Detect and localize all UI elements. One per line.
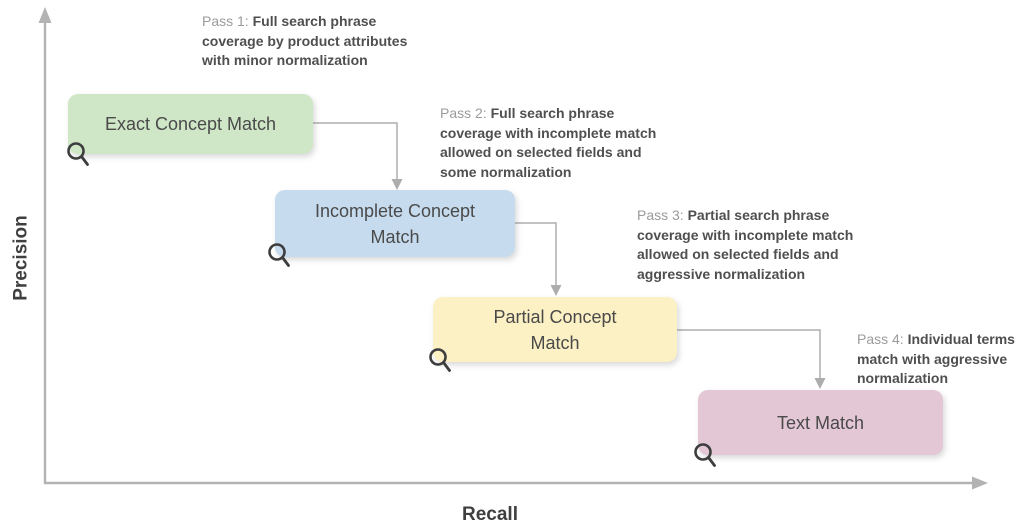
annotation-prefix: Pass 2: — [440, 105, 487, 121]
connector-partial-to-text — [677, 329, 821, 381]
annotation-prefix: Pass 4: — [857, 331, 904, 347]
magnifier-icon — [694, 443, 716, 467]
connector-arrowhead-icon — [814, 378, 826, 389]
x-axis-arrowhead-icon — [972, 476, 988, 490]
y-axis-label: Precision — [10, 215, 32, 301]
annotation-prefix: Pass 1: — [202, 13, 249, 29]
magnifier-icon — [268, 243, 290, 267]
magnifier-icon — [429, 348, 451, 372]
connector-arrowhead-icon — [391, 179, 403, 190]
annotation-body: Full search phrase coverage with incompl… — [440, 105, 657, 180]
node-label: Text Match — [776, 412, 865, 433]
annotation-prefix: Pass 3: — [637, 207, 684, 223]
node-partial-concept-match: Partial Concept Match — [433, 297, 677, 362]
node-text-match: Text Match — [698, 390, 943, 455]
annotation-body: Individual terms match with aggressive n… — [857, 331, 1015, 386]
node-label: Partial Concept Match — [493, 306, 617, 353]
annotation-body: Full search phrase coverage by product a… — [202, 13, 408, 68]
annotation-pass-4: Pass 4: Individual terms match with aggr… — [857, 330, 1024, 389]
x-axis-label: Recall — [462, 504, 518, 525]
connector-exact-to-incomplete — [313, 122, 398, 182]
node-exact-concept-match: Exact Concept Match — [68, 94, 313, 154]
annotation-pass-3: Pass 3: Partial search phrase coverage w… — [637, 206, 887, 284]
connector-incomplete-to-partial — [515, 222, 557, 288]
node-label: Exact Concept Match — [104, 114, 277, 134]
y-axis-arrowhead-icon — [38, 7, 52, 23]
node-label: Incomplete Concept Match — [314, 200, 476, 247]
annotation-pass-1: Pass 1: Full search phrase coverage by p… — [202, 12, 442, 71]
annotation-pass-2: Pass 2: Full search phrase coverage with… — [440, 104, 690, 182]
node-incomplete-concept-match: Incomplete Concept Match — [275, 190, 515, 257]
connector-arrowhead-icon — [550, 285, 562, 296]
magnifier-icon — [67, 142, 89, 166]
annotation-body: Partial search phrase coverage with inco… — [637, 207, 854, 282]
